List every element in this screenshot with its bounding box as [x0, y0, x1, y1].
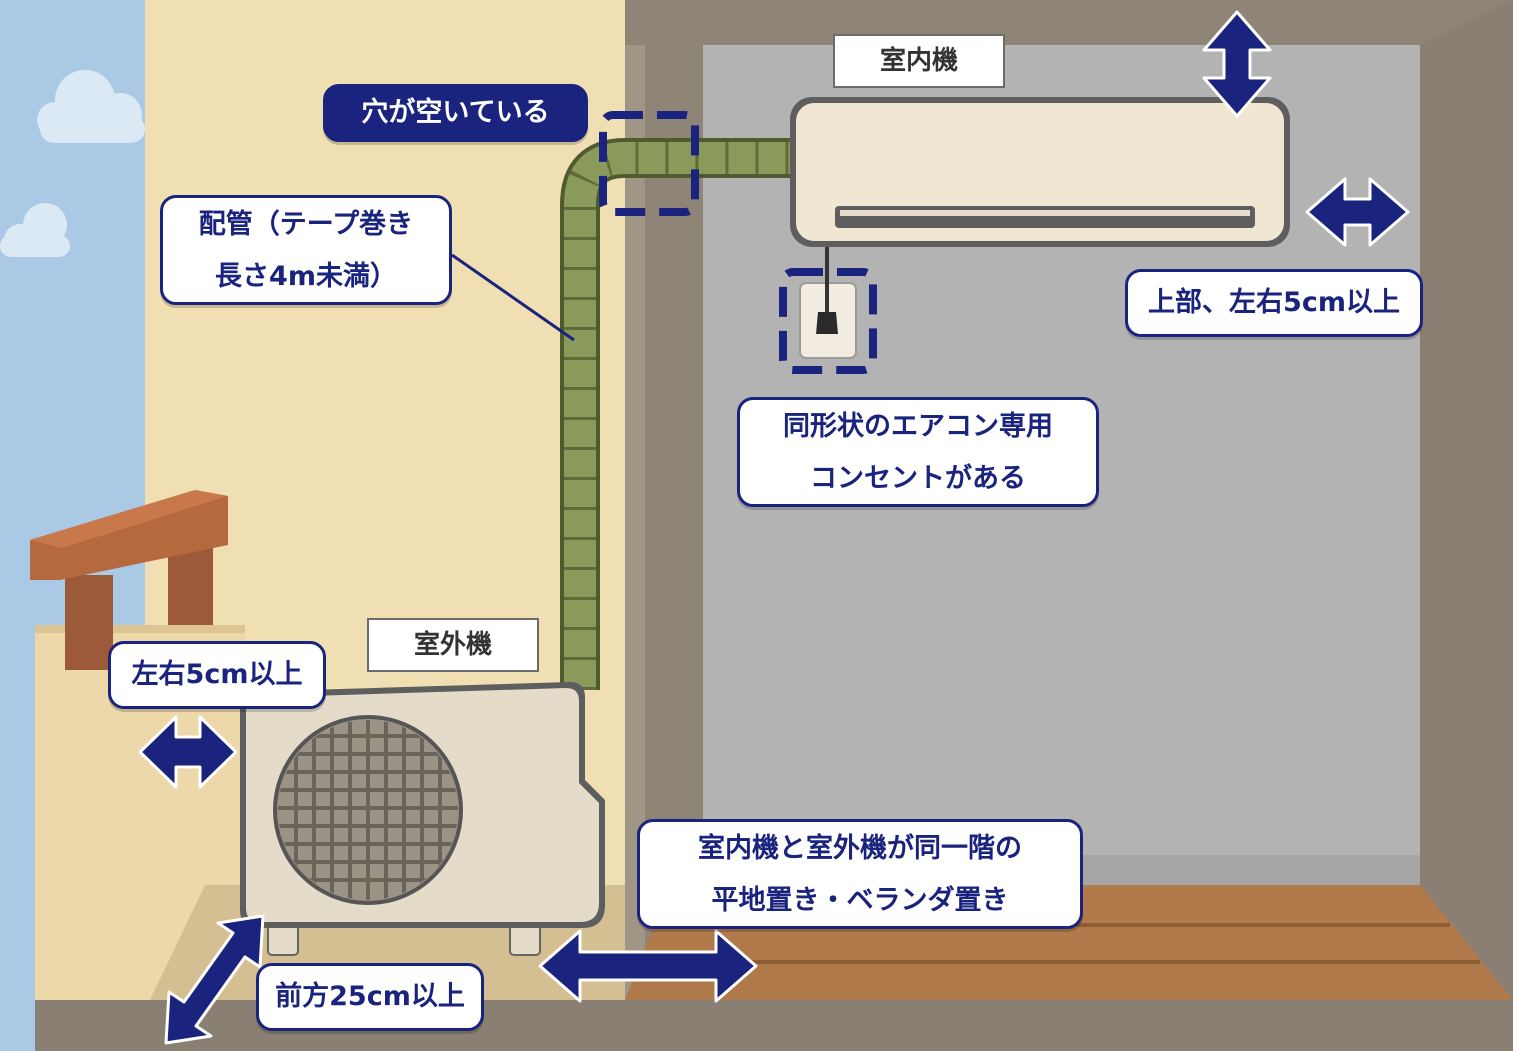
outdoor-side-clearance-callout: 左右5cm以上	[108, 641, 326, 709]
balcony-railing	[30, 490, 228, 670]
outlet-callout: 同形状のエアコン専用 コンセントがある	[737, 397, 1099, 507]
plug-icon	[816, 312, 838, 334]
piping-callout-line-2: 長さ4m未満）	[215, 261, 397, 292]
indoor-clearance-callout: 上部、左右5cm以上	[1125, 269, 1423, 337]
refrigerant-pipe	[560, 138, 795, 690]
piping-callout-line-1: 配管（テープ巻き	[198, 209, 414, 240]
front-clearance-callout: 前方25cm以上	[256, 963, 484, 1031]
unit-foot	[267, 924, 299, 956]
unit-foot	[509, 924, 541, 956]
same-floor-callout: 室内機と室外機が同一階の 平地置き・ベランダ置き	[637, 819, 1083, 929]
same-floor-callout-line-1: 室内機と室外機が同一階の	[698, 833, 1022, 864]
indoor-unit-label: 室内機	[833, 34, 1005, 88]
fan-grille-icon	[273, 715, 463, 905]
piping-callout: 配管（テープ巻き 長さ4m未満）	[160, 195, 452, 305]
double-arrow-icon	[138, 715, 238, 789]
double-arrow-icon	[538, 929, 758, 1003]
same-floor-callout-line-2: 平地置き・ベランダ置き	[711, 885, 1009, 916]
leader-line	[451, 253, 575, 342]
dedicated-outlet	[799, 247, 857, 359]
outdoor-unit-label: 室外機	[367, 618, 539, 672]
double-arrow-icon	[1202, 10, 1272, 118]
double-arrow-icon	[164, 914, 265, 1045]
double-arrow-icon	[1305, 177, 1410, 247]
outlet-callout-line-1: 同形状のエアコン専用	[783, 411, 1053, 442]
cloud-icon	[37, 70, 145, 143]
hole-callout: 穴が空いている	[323, 84, 588, 142]
outdoor-unit	[240, 682, 605, 956]
indoor-unit	[790, 97, 1290, 247]
cloud-icon	[0, 203, 70, 257]
outlet-callout-line-2: コンセントがある	[810, 463, 1026, 494]
ceiling	[625, 0, 1513, 45]
